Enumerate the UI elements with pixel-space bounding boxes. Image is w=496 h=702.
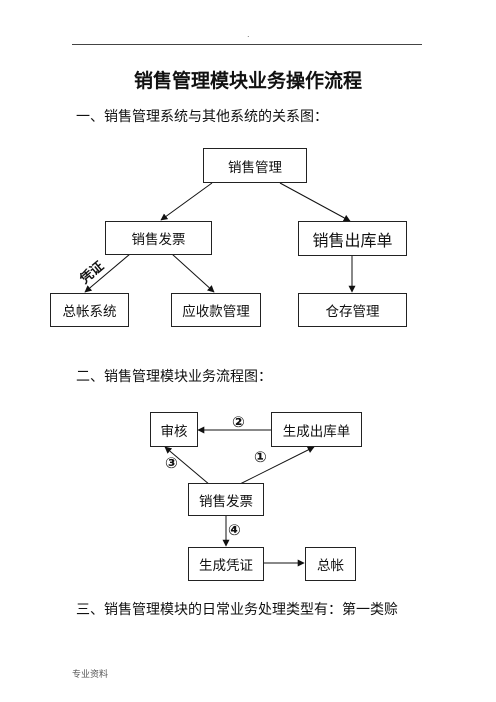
- edge-invoice-to-ledger: [84, 253, 131, 293]
- section-heading-3: 三、销售管理模块的日常业务处理类型有：第一类赊: [76, 602, 398, 618]
- node-generate-voucher: 生成凭证: [188, 547, 264, 581]
- node-sales-invoice: 销售发票: [105, 221, 212, 255]
- edge-top-to-invoice: [160, 182, 213, 221]
- edge-invoice-to-receivable: [171, 253, 215, 293]
- node-ledger: 总帐: [305, 547, 356, 581]
- footer-label: 专业资料: [72, 670, 109, 680]
- step-2-label: ②: [232, 413, 245, 431]
- header-mark: .: [247, 30, 250, 39]
- section-heading-2: 二、销售管理模块业务流程图：: [76, 369, 272, 385]
- step-4-label: ④: [228, 521, 241, 539]
- node-sales-outbound: 销售出库单: [298, 221, 407, 256]
- step-3-label: ③: [165, 454, 178, 472]
- node-generate-outbound: 生成出库单: [271, 412, 362, 447]
- node-warehouse: 仓存管理: [298, 293, 407, 327]
- edge-top-to-outbound: [279, 182, 351, 222]
- page-title: 销售管理模块业务操作流程: [133, 70, 362, 92]
- edge-invoice-to-outbound: [237, 446, 315, 486]
- node-sales-management: 销售管理: [203, 148, 307, 183]
- node-audit: 审核: [150, 412, 198, 447]
- step-1-label: ①: [254, 448, 267, 466]
- section-heading-1: 一、销售管理系统与其他系统的关系图：: [76, 109, 328, 125]
- node-invoice: 销售发票: [188, 483, 264, 516]
- edge-invoice-to-audit: [164, 446, 211, 486]
- node-general-ledger: 总帐系统: [50, 293, 129, 327]
- header-rule: [72, 44, 422, 45]
- node-receivables: 应收款管理: [171, 293, 261, 327]
